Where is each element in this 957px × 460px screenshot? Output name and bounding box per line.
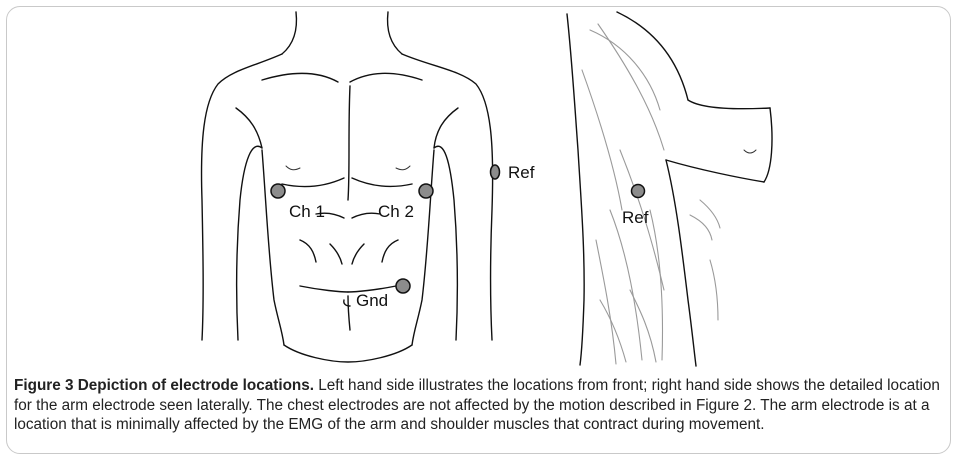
side-electrode: Ref: [622, 185, 649, 228]
ref-front-electrode: [491, 165, 500, 179]
ref-side-label: Ref: [622, 208, 649, 227]
ch2-label: Ch 2: [378, 202, 414, 221]
gnd-electrode: [396, 279, 410, 293]
ref-front-label: Ref: [508, 163, 535, 182]
ch2-electrode: [419, 184, 433, 198]
side-view-outline: [567, 12, 772, 366]
front-torso-outline: [202, 12, 493, 362]
ch1-electrode: [271, 184, 285, 198]
ref-side-electrode: [632, 185, 645, 198]
gnd-label: Gnd: [356, 291, 388, 310]
figure-caption: Figure 3 Depiction of electrode location…: [14, 376, 944, 435]
caption-title: Figure 3 Depiction of electrode location…: [14, 377, 314, 394]
ch1-label: Ch 1: [289, 202, 325, 221]
